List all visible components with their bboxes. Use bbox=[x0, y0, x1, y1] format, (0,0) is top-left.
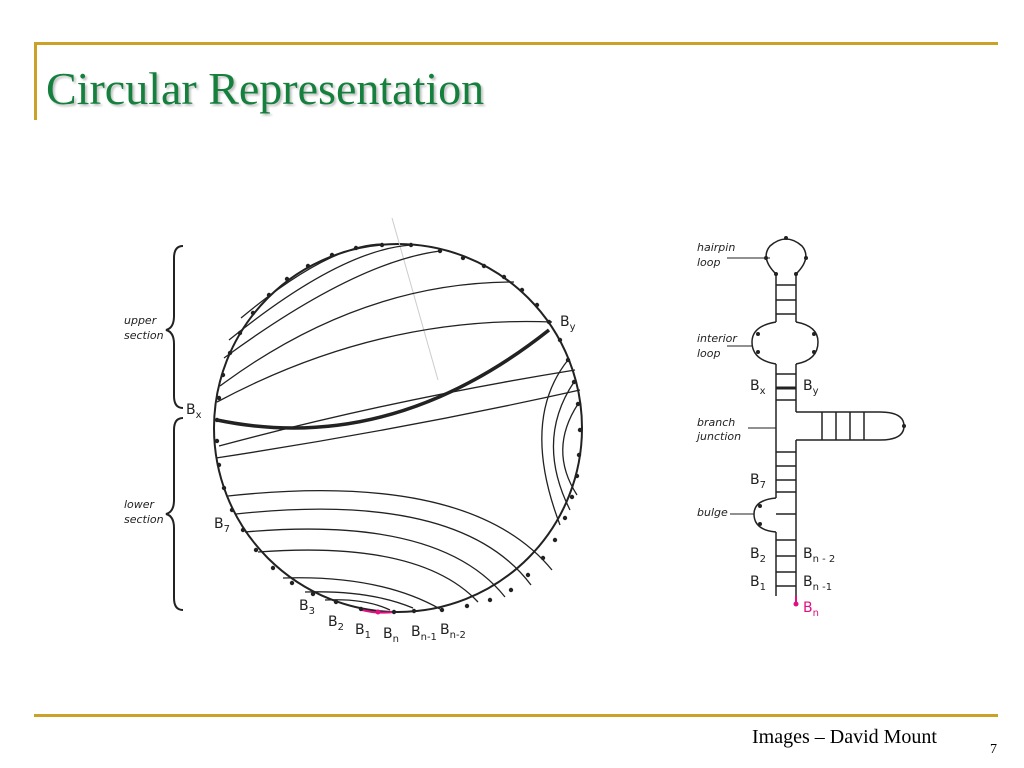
circle-b2-label: B2 bbox=[328, 614, 344, 633]
lower-brace bbox=[165, 417, 184, 611]
branch-junction-label-line2: junction bbox=[695, 430, 741, 443]
stem-bn-label: Bn bbox=[803, 600, 819, 619]
circle-b3-label: B3 bbox=[299, 598, 315, 617]
stem-bx-label: Bx bbox=[750, 378, 766, 397]
bottom-rule bbox=[34, 714, 998, 717]
lower-section-label-line1: lower bbox=[124, 498, 156, 511]
lower-arcs bbox=[227, 489, 553, 611]
bx-by-bond bbox=[216, 328, 551, 430]
interior-loop-label-line2: loop bbox=[697, 347, 721, 360]
circle-by-label: By bbox=[560, 314, 576, 333]
left-rule bbox=[34, 42, 37, 120]
circle-bx-label: Bx bbox=[186, 402, 202, 421]
circle-labels: upper section lower section By Bx B7 B3 … bbox=[124, 314, 576, 645]
stem-b7-label: B7 bbox=[750, 472, 766, 491]
branch-hairpin bbox=[879, 411, 905, 441]
stem-bn2-label: Bn - 2 bbox=[803, 546, 835, 565]
hairpin-loop-label-line2: loop bbox=[697, 256, 721, 269]
circle-b1-label: B1 bbox=[355, 622, 371, 641]
interior-loop bbox=[751, 321, 819, 365]
stem-b2-label: B2 bbox=[750, 546, 766, 565]
stem-labels: hairpin loop interior loop branch juncti… bbox=[695, 241, 835, 619]
upper-section-label-line1: upper bbox=[124, 314, 158, 327]
page-number: 7 bbox=[990, 742, 997, 757]
lower-section-label-line2: section bbox=[124, 513, 164, 526]
hairpin-loop bbox=[765, 238, 807, 275]
hairpin-loop-label-line1: hairpin bbox=[697, 241, 735, 254]
circle-bn2-label: Bn-2 bbox=[440, 622, 466, 641]
circle-b7-label: B7 bbox=[214, 516, 230, 535]
stem-by-label: By bbox=[803, 378, 819, 397]
branch-junction-label-line1: branch bbox=[697, 416, 735, 429]
slide-title: Circular Representation bbox=[46, 63, 485, 114]
interior-loop-label-line1: interior bbox=[697, 332, 738, 345]
circle-diagram bbox=[165, 217, 583, 615]
top-rule bbox=[34, 42, 998, 45]
circle-bn1-label: Bn-1 bbox=[411, 624, 437, 643]
stem-bn1-label: Bn -1 bbox=[803, 574, 832, 593]
rna-circle bbox=[213, 243, 583, 613]
upper-section-label-line2: section bbox=[124, 329, 164, 342]
bn-point bbox=[375, 609, 381, 615]
stem-b1-label: B1 bbox=[750, 574, 766, 593]
circle-points bbox=[214, 242, 583, 615]
bulge-loop bbox=[753, 497, 777, 533]
bulge-label: bulge bbox=[697, 506, 728, 519]
image-credit: Images – David Mount bbox=[752, 726, 937, 748]
upper-arcs bbox=[215, 243, 581, 459]
stem-points bbox=[756, 236, 906, 607]
circle-bn-label: Bn bbox=[383, 626, 399, 645]
upper-brace bbox=[165, 245, 184, 409]
right-arcs bbox=[541, 359, 579, 526]
